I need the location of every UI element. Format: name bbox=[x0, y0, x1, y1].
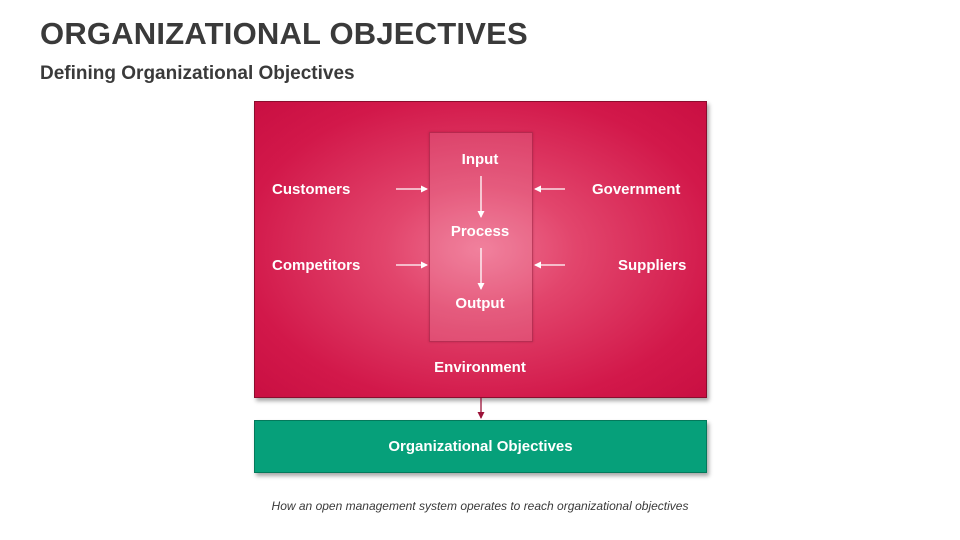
customers-label: Customers bbox=[272, 181, 351, 198]
government-label: Government bbox=[592, 181, 681, 198]
system-box bbox=[429, 132, 533, 342]
caption: How an open management system operates t… bbox=[271, 499, 689, 513]
competitors-label: Competitors bbox=[272, 257, 361, 274]
objectives-box: Organizational Objectives bbox=[254, 420, 707, 473]
page-subtitle: Defining Organizational Objectives bbox=[40, 63, 355, 84]
suppliers-label: Suppliers bbox=[618, 257, 687, 274]
objectives-label: Organizational Objectives bbox=[388, 438, 573, 455]
process-label: Process bbox=[450, 223, 510, 240]
input-label: Input bbox=[461, 151, 499, 168]
page-title: ORGANIZATIONAL OBJECTIVES bbox=[40, 16, 528, 51]
output-label: Output bbox=[455, 295, 505, 312]
environment-label: Environment bbox=[434, 359, 526, 376]
